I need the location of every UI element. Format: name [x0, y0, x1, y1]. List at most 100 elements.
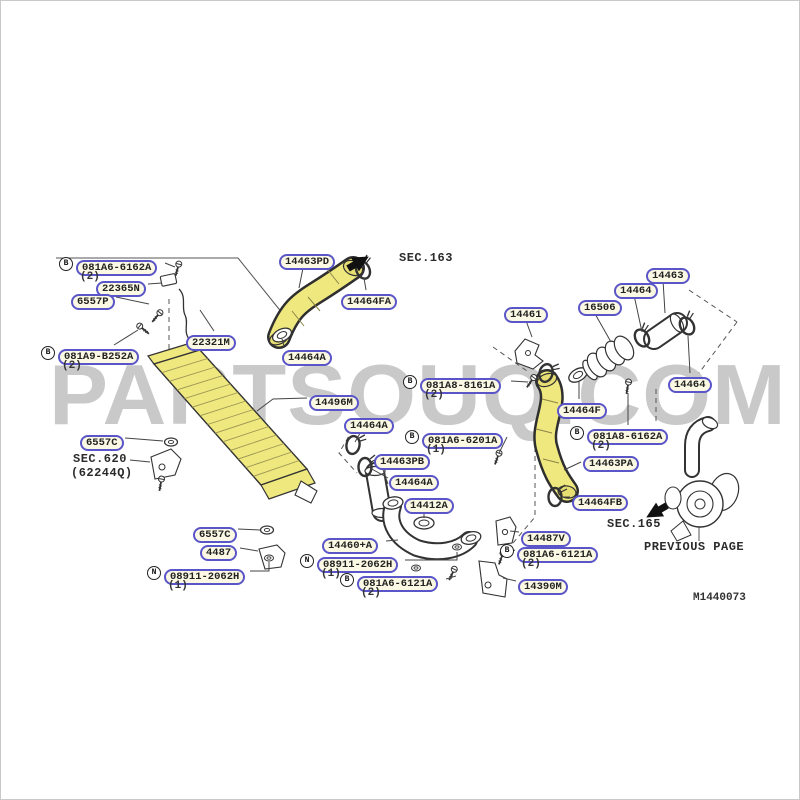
- part-number-link[interactable]: 14464A: [344, 418, 394, 434]
- part-label: 22365N: [96, 278, 146, 297]
- part-number-link[interactable]: 14464: [668, 377, 712, 393]
- prefix-badge-b: B: [59, 257, 73, 271]
- part-label: 14464: [614, 280, 658, 299]
- part-label: 14464FA: [341, 291, 398, 310]
- part-label: 6557C: [193, 524, 237, 543]
- part-number-link[interactable]: 14464A: [282, 350, 332, 366]
- part-number-link[interactable]: 6557C: [193, 527, 237, 543]
- section-note: PREVIOUS PAGE: [644, 540, 745, 554]
- prefix-badge-b: B: [41, 346, 55, 360]
- part-number-link[interactable]: 14496M: [309, 395, 359, 411]
- drawing-number: M1440073: [693, 592, 746, 604]
- prefix-badge-n: N: [147, 566, 161, 580]
- prefix-badge-n: N: [300, 554, 314, 568]
- prefix-badge-b: B: [570, 426, 584, 440]
- part-number-link[interactable]: 081A8-6162A: [587, 429, 669, 445]
- part-number-link[interactable]: 081A6-6121A: [517, 547, 599, 563]
- section-note: (62244Q): [71, 466, 133, 480]
- part-number-link[interactable]: 14463PB: [374, 454, 431, 470]
- part-number-link[interactable]: 22365N: [96, 281, 146, 297]
- part-label: 6557C: [80, 432, 124, 451]
- part-label: 14463PA: [583, 453, 640, 472]
- part-number-link[interactable]: 6557P: [71, 294, 115, 310]
- part-number-link[interactable]: 14463PD: [279, 254, 336, 270]
- part-number-link[interactable]: 14390M: [518, 579, 568, 595]
- qty-note: (2): [361, 587, 381, 599]
- part-label: 14390M: [518, 576, 568, 595]
- part-label: 4487: [200, 542, 238, 561]
- part-label: 16506: [578, 297, 622, 316]
- qty-note: (2): [591, 440, 611, 452]
- part-number-link[interactable]: 081A9-B252A: [58, 349, 140, 365]
- part-number-link[interactable]: 14463PA: [583, 456, 640, 472]
- bracket-14461: [514, 338, 544, 370]
- part-label: 14496M: [309, 392, 359, 411]
- sec-163-arrow: [346, 256, 369, 272]
- prefix-badge-b: B: [403, 375, 417, 389]
- part-label: 14460+A: [322, 535, 379, 554]
- part-number-link[interactable]: 14464F: [557, 403, 607, 419]
- qty-note: (1): [426, 444, 446, 456]
- part-label: 22321M: [186, 332, 236, 351]
- sec-165-arrow: [646, 502, 669, 518]
- part-number-link[interactable]: 081A8-8161A: [420, 378, 502, 394]
- part-number-link[interactable]: 14464A: [389, 475, 439, 491]
- part-number-link[interactable]: 14412A: [404, 498, 454, 514]
- part-label: 6557P: [71, 291, 115, 310]
- part-number-link[interactable]: 14464FB: [572, 495, 629, 511]
- part-number-link[interactable]: 081A6-6121A: [357, 576, 439, 592]
- part-number-link[interactable]: 08911-2062H: [317, 557, 399, 573]
- part-number-link[interactable]: 14460+A: [322, 538, 379, 554]
- part-number-link[interactable]: 08911-2062H: [164, 569, 246, 585]
- part-number-link[interactable]: 14487V: [521, 531, 571, 547]
- outlet-hose-right[interactable]: [533, 369, 579, 503]
- part-label: 14412A: [404, 495, 454, 514]
- section-note: SEC.620: [73, 452, 127, 466]
- part-label: 14487V: [521, 528, 571, 547]
- zone-lines: [56, 257, 738, 544]
- qty-note: (2): [80, 271, 100, 283]
- qty-note: (2): [424, 389, 444, 401]
- part-number-link[interactable]: 081A6-6201A: [422, 433, 504, 449]
- part-label: 14463PD: [279, 251, 336, 270]
- part-number-link[interactable]: 6557C: [80, 435, 124, 451]
- part-number-link[interactable]: 14461: [504, 307, 548, 323]
- part-number-link[interactable]: 22321M: [186, 335, 236, 351]
- part-label: 14464F: [557, 400, 607, 419]
- part-label: 14464FB: [572, 492, 629, 511]
- part-label: 14464A: [282, 347, 332, 366]
- qty-note: (1): [168, 580, 188, 592]
- part-label: 14464: [668, 374, 712, 393]
- part-label: 14461: [504, 304, 548, 323]
- part-number-link[interactable]: 14464: [614, 283, 658, 299]
- part-label: 14464A: [344, 415, 394, 434]
- part-number-link[interactable]: 14463: [646, 268, 690, 284]
- part-label: 14464A: [389, 472, 439, 491]
- prefix-badge-b: B: [500, 544, 514, 558]
- part-number-link[interactable]: 16506: [578, 300, 622, 316]
- turbocharger: [664, 416, 740, 542]
- qty-note: (2): [521, 558, 541, 570]
- qty-note: (1): [321, 568, 341, 580]
- part-number-link[interactable]: 081A6-6162A: [76, 260, 158, 276]
- section-note: SEC.165: [607, 517, 661, 531]
- part-number-link[interactable]: 4487: [200, 545, 238, 561]
- prefix-badge-b: B: [340, 573, 354, 587]
- section-note: SEC.163: [399, 251, 453, 265]
- part-label: 14463PB: [374, 451, 431, 470]
- part-label: 14463: [646, 265, 690, 284]
- qty-note: (2): [62, 360, 82, 372]
- part-number-link[interactable]: 14464FA: [341, 294, 398, 310]
- prefix-badge-b: B: [405, 430, 419, 444]
